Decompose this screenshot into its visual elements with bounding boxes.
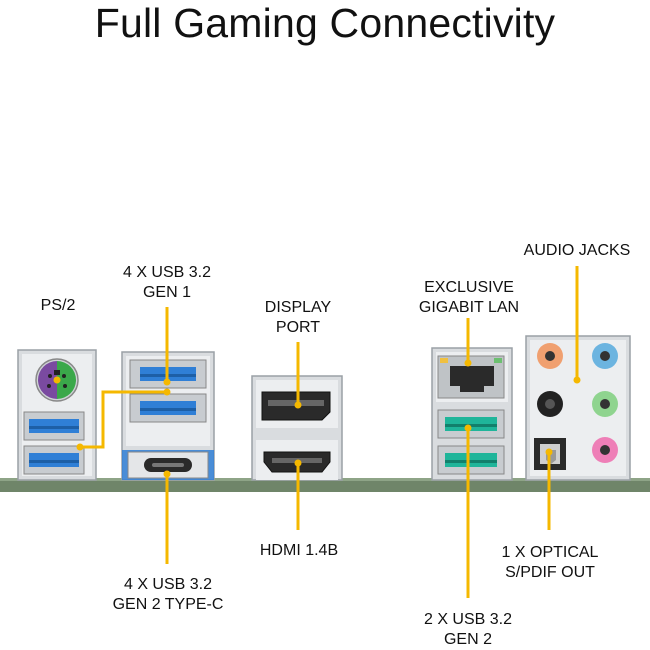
label-hdmi-text: HDMI 1.4B [259, 542, 339, 559]
label-optical: 1 X OPTICAL S/PDIF OUT [488, 543, 612, 583]
label-lan-line2: GIGABIT LAN [418, 299, 520, 316]
label-usb-typec: 4 X USB 3.2 GEN 2 TYPE-C [100, 575, 236, 615]
audio-jack-orange [537, 343, 563, 369]
label-audio-jacks: AUDIO JACKS [509, 241, 645, 261]
usb-gen1-port-left-top [23, 411, 85, 441]
label-usb-gen2-line1: 2 X USB 3.2 [423, 611, 513, 628]
label-ps2-text: PS/2 [40, 297, 76, 314]
label-usb-gen1-line2: GEN 1 [142, 284, 191, 301]
label-optical-line2: S/PDIF OUT [505, 564, 595, 581]
motherboard-pcb [0, 480, 650, 492]
label-usb-gen1: 4 X USB 3.2 GEN 1 [97, 263, 237, 303]
label-displayport-line2: PORT [275, 319, 321, 336]
usb-gen2-port-bottom [437, 445, 505, 475]
callout-lines [80, 266, 579, 598]
usb-gen1-port-center-bottom [129, 393, 207, 423]
audio-jack-pink [592, 437, 618, 463]
usb-typec-port [144, 458, 192, 472]
usb-gen1-port-left-bottom [23, 445, 85, 475]
lan-usb-stack [431, 347, 513, 481]
label-optical-line1: 1 X OPTICAL [501, 544, 599, 561]
callout-dots [53, 359, 581, 478]
label-usb-gen2-line2: GEN 2 [443, 631, 492, 648]
label-audio-jacks-text: AUDIO JACKS [523, 242, 631, 259]
label-ps2: PS/2 [28, 296, 88, 316]
label-usb-gen1-line1: 4 X USB 3.2 [122, 264, 212, 281]
audio-jack-green [592, 391, 618, 417]
audio-jack-blue [592, 343, 618, 369]
ps2-usb-stack [17, 349, 97, 481]
ethernet-port [437, 355, 505, 399]
label-lan: EXCLUSIVE GIGABIT LAN [404, 278, 534, 318]
label-displayport: DISPLAY PORT [236, 298, 360, 338]
label-usb-gen2: 2 X USB 3.2 GEN 2 [406, 610, 530, 650]
audio-jack-black [537, 391, 563, 417]
label-displayport-line1: DISPLAY [264, 299, 332, 316]
label-hdmi: HDMI 1.4B [244, 541, 354, 561]
label-usb-typec-line2: GEN 2 TYPE-C [112, 596, 224, 613]
label-usb-typec-line1: 4 X USB 3.2 [123, 576, 213, 593]
usb-gen2-port-top [437, 409, 505, 439]
page-title: Full Gaming Connectivity [94, 0, 556, 46]
label-lan-line1: EXCLUSIVE [424, 279, 514, 296]
